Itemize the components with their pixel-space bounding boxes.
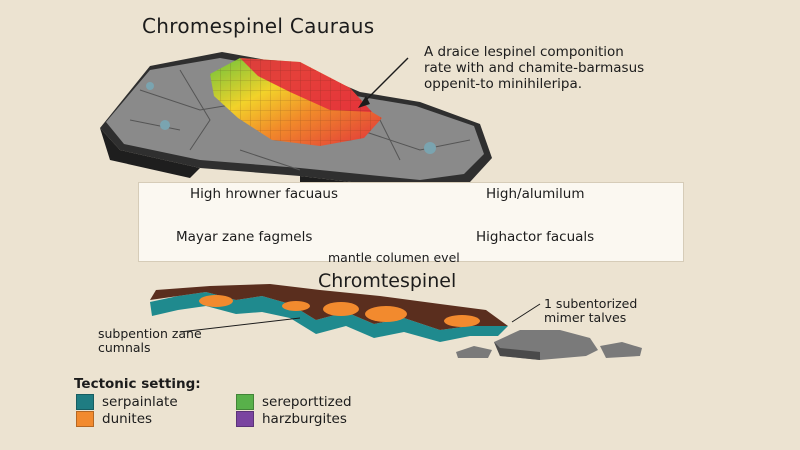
- legend-swatch: [76, 394, 94, 410]
- legend-label: dunites: [102, 411, 153, 427]
- axis-label: mantle columen evel: [328, 250, 460, 265]
- scale-top-right-label: High/alumilum: [486, 186, 585, 202]
- left-note-line: cumnals: [98, 340, 151, 355]
- scale-bottom-right-label: Highactor facuals: [476, 229, 595, 245]
- callout-arrowhead-icon: [358, 96, 370, 108]
- section-title: Chromtespinel: [318, 270, 457, 292]
- legend-label: harzburgites: [262, 411, 347, 427]
- left-note-line: subpention zane: [98, 326, 202, 341]
- legend-swatch: [236, 411, 254, 427]
- scale-top-left-label: High hrowner facuaus: [190, 186, 338, 202]
- callout-pointer: [361, 57, 409, 105]
- legend-item-serpainlate: serpainlate: [76, 394, 178, 410]
- legend-item-harzburgites: harzburgites: [236, 411, 347, 427]
- legend-item-sereporttized: sereporttized: [236, 394, 352, 410]
- right-note-line: 1 subentorized: [544, 296, 638, 311]
- rock-fragments: [456, 330, 642, 360]
- legend-label: sereporttized: [262, 394, 352, 410]
- legend-title: Tectonic setting:: [74, 376, 201, 392]
- legend-item-dunites: dunites: [76, 411, 152, 427]
- scale-panel: [138, 182, 684, 262]
- callout-line: A draice lespinel componition: [424, 44, 624, 60]
- legend-swatch: [236, 394, 254, 410]
- left-note-pointer: [179, 317, 301, 333]
- callout-line: rate with and chamite-barmasus: [424, 60, 645, 76]
- legend-swatch: [76, 411, 94, 427]
- right-note: 1 subentorized mimer talves: [544, 297, 637, 325]
- chromespinel-zone: [210, 58, 382, 146]
- cross-section-slab: [150, 284, 508, 342]
- callout-text: A draice lespinel componition rate with …: [424, 44, 724, 92]
- legend-label: serpainlate: [102, 394, 178, 410]
- left-note: subpention zane cumnals: [98, 327, 202, 355]
- right-note-line: mimer talves: [544, 310, 627, 325]
- page-title: Chromespinel Cauraus: [142, 14, 375, 38]
- right-note-pointer: [511, 303, 541, 323]
- scale-bottom-left-label: Mayar zane fagmels: [176, 229, 313, 245]
- callout-line: oppenit-to minihileripa.: [424, 76, 583, 92]
